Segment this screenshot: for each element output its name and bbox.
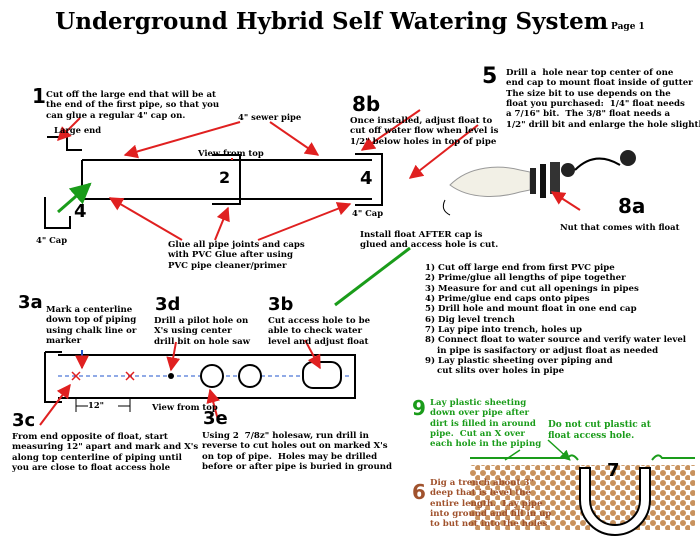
green-arrow-cap bbox=[57, 182, 92, 214]
step-1-text: Cut off the large end that will be at th… bbox=[46, 90, 220, 121]
float-assembly bbox=[442, 150, 636, 216]
sewer-pipe-label: 4" sewer pipe bbox=[238, 112, 302, 122]
step-3d-number: 3d bbox=[155, 294, 181, 315]
top-pipe bbox=[44, 136, 383, 229]
dimension-12 bbox=[75, 398, 131, 412]
joint-number-2: 2 bbox=[219, 168, 231, 187]
joint-outline bbox=[212, 154, 241, 205]
step-3a-text: Mark a centerline down top of piping usi… bbox=[46, 305, 137, 346]
step-9-text: Lay plastic sheeting down over pipe afte… bbox=[430, 398, 542, 450]
twelve-inch-label: 12" bbox=[88, 400, 105, 410]
step-9-number: 9 bbox=[412, 396, 426, 420]
step-3a-number: 3a bbox=[18, 292, 43, 313]
step-1-number: 1 bbox=[32, 84, 46, 108]
arrows-lower bbox=[39, 339, 321, 426]
glue-note: Glue all pipe joints and caps with PVC G… bbox=[168, 240, 305, 271]
title-text: Underground Hybrid Self Watering System bbox=[55, 8, 609, 35]
page-label: Page 1 bbox=[611, 22, 645, 32]
large-end-outline bbox=[47, 136, 82, 151]
procedure-step: 3) Measure for and cut all openings in p… bbox=[425, 283, 639, 294]
step-3d-text: Drill a pilot hole on X's using center d… bbox=[154, 316, 251, 347]
step-8b-number: 8b bbox=[352, 92, 381, 116]
procedure-step: 9) Lay plastic sheeting over piping and … bbox=[425, 355, 613, 377]
right-cap-number-4: 4 bbox=[360, 168, 373, 189]
step-3c-number: 3c bbox=[12, 410, 36, 431]
procedure-step: 5) Drill hole and mount float in one end… bbox=[425, 304, 637, 315]
install-float-note: Install float AFTER cap is glued and acc… bbox=[360, 230, 499, 251]
step-5-text: Drill a hole near top center of one end … bbox=[506, 68, 700, 130]
step-6-text: Dig a trench about 3" deep that is level… bbox=[430, 478, 552, 530]
procedure-step: 4) Prime/glue end caps onto pipes bbox=[425, 293, 590, 304]
left-cap-label: 4" Cap bbox=[36, 235, 68, 245]
step-3e-number: 3e bbox=[203, 408, 228, 429]
procedure-step: 8) Connect float to water source and ver… bbox=[425, 335, 687, 356]
view-from-top-label-2: View from top bbox=[152, 402, 218, 412]
red-arrows-top bbox=[57, 109, 581, 241]
procedure-list: 1) Cut off large end from first PVC pipe… bbox=[425, 263, 686, 376]
procedure-step: 1) Cut off large end from first PVC pipe bbox=[425, 263, 615, 273]
step-3c-text: From end opposite of float, start measur… bbox=[12, 432, 199, 473]
procedure-step: 7) Lay pipe into trench, holes up bbox=[425, 324, 583, 335]
trench-number-7: 7 bbox=[607, 460, 620, 481]
left-cap-number-4: 4 bbox=[74, 201, 87, 222]
green-line bbox=[334, 246, 411, 307]
procedure-step: 2) Prime/glue all lengths of pipe togeth… bbox=[425, 273, 626, 284]
step-3b-number: 3b bbox=[268, 294, 294, 315]
right-cap-outline bbox=[355, 153, 383, 206]
step-8a-number: 8a bbox=[618, 194, 646, 218]
right-cap-label: 4" Cap bbox=[352, 208, 384, 218]
x-marks bbox=[71, 371, 174, 381]
large-end-label: Large end bbox=[54, 125, 102, 135]
step-3e-text: Using 2 7/8z" holesaw, run drill in reve… bbox=[202, 431, 392, 472]
no-cut-note: Do not cut plastic at float access hole. bbox=[548, 420, 651, 441]
trench-section bbox=[470, 439, 695, 536]
lower-pipe bbox=[44, 351, 356, 403]
procedure-step: 6) Dig level trench bbox=[425, 314, 515, 325]
step-5-number: 5 bbox=[482, 64, 498, 89]
step-8b-text: Once installed, adjust float to cut off … bbox=[350, 116, 499, 147]
step-6-number: 6 bbox=[412, 480, 426, 504]
nut-label: Nut that comes with float bbox=[560, 222, 680, 232]
view-from-top-label: View from top bbox=[198, 148, 264, 158]
left-cap-outline bbox=[44, 197, 71, 229]
step-3b-text: Cut access hole to be able to check wate… bbox=[268, 316, 371, 347]
